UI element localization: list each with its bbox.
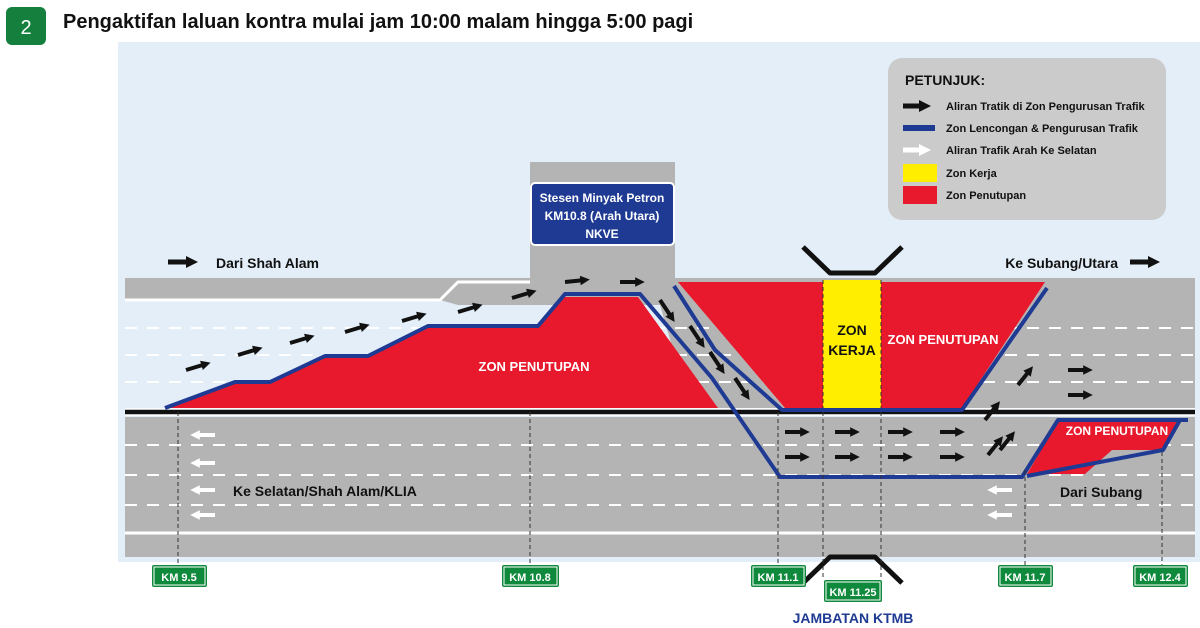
from-shah-alam-label: Dari Shah Alam (216, 255, 319, 271)
northbound-traffic-arrows (185, 275, 1093, 462)
km-label-9-5: KM 9.5 (161, 572, 196, 584)
closure-label-west: ZON PENUTUPAN (479, 359, 590, 374)
road-edges (125, 280, 1195, 535)
km-marker-12-4 (1133, 565, 1188, 587)
km-label-11-1: KM 11.1 (758, 572, 799, 584)
legend-label-4: Zon Penutupan (946, 190, 1026, 202)
petrol-station-sign: Stesen Minyak Petron KM10.8 (Arah Utara)… (530, 182, 675, 246)
bridge-label: JAMBATAN KTMB (793, 610, 914, 626)
legend-label-3: Zon Kerja (946, 168, 998, 180)
from-subang-label: Dari Subang (1060, 484, 1142, 500)
step-number: 2 (20, 17, 31, 39)
yellow-box-swatch (903, 164, 937, 182)
station-line2: KM10.8 (Arah Utara) (545, 209, 660, 223)
legend-label-1: Zon Lencongan & Pengurusan Trafik (946, 123, 1139, 135)
red-box-swatch (903, 186, 937, 204)
diversion-line (164, 284, 1188, 479)
closure-label-east: ZON PENUTUPAN (1066, 424, 1168, 438)
step-title: Pengaktifan laluan kontra mulai jam 10:0… (63, 11, 693, 33)
km-marker-9-5 (152, 565, 207, 587)
km-marker-11-7 (998, 565, 1053, 587)
work-zone (823, 280, 881, 408)
closure-zone-east (1027, 418, 1182, 474)
legend-label-0: Aliran Tratik di Zon Pengurusan Trafik (946, 101, 1146, 113)
direction-to-subang: Ke Subang/Utara (1005, 255, 1161, 271)
km-label-11-25: KM 11.25 (829, 587, 876, 599)
direction-from-shah-alam: Dari Shah Alam (168, 255, 319, 271)
closure-label-center: ZON PENUTUPAN (888, 332, 999, 347)
southbound-traffic-arrows (190, 430, 1012, 520)
km-label-12-4: KM 12.4 (1139, 572, 1181, 584)
to-south-label: Ke Selatan/Shah Alam/KLIA (233, 483, 417, 499)
step-badge (6, 7, 46, 45)
closure-zone-west (168, 297, 718, 408)
work-zone-line2: KERJA (828, 342, 875, 358)
station-line3: NKVE (585, 227, 618, 241)
km-marker-11-1 (751, 565, 806, 587)
station-line1: Stesen Minyak Petron (540, 191, 665, 205)
km-reference-lines (177, 412, 1163, 580)
legend-label-2: Aliran Trafik Arah Ke Selatan (946, 145, 1097, 157)
to-subang-label: Ke Subang/Utara (1005, 255, 1118, 271)
bridge-markers (801, 245, 904, 585)
km-marker-10-8 (502, 565, 559, 587)
km-label-10-8: KM 10.8 (509, 572, 551, 584)
km-marker-11-25 (824, 580, 882, 602)
legend: PETUNJUK: Aliran Tratik di Zon Pengurusa… (888, 58, 1166, 220)
lane-markings (125, 327, 1195, 506)
km-markers (152, 565, 1188, 602)
legend-title: PETUNJUK: (905, 72, 985, 88)
work-zone-line1: ZON (837, 322, 867, 338)
km-label-11-7: KM 11.7 (1005, 572, 1046, 584)
